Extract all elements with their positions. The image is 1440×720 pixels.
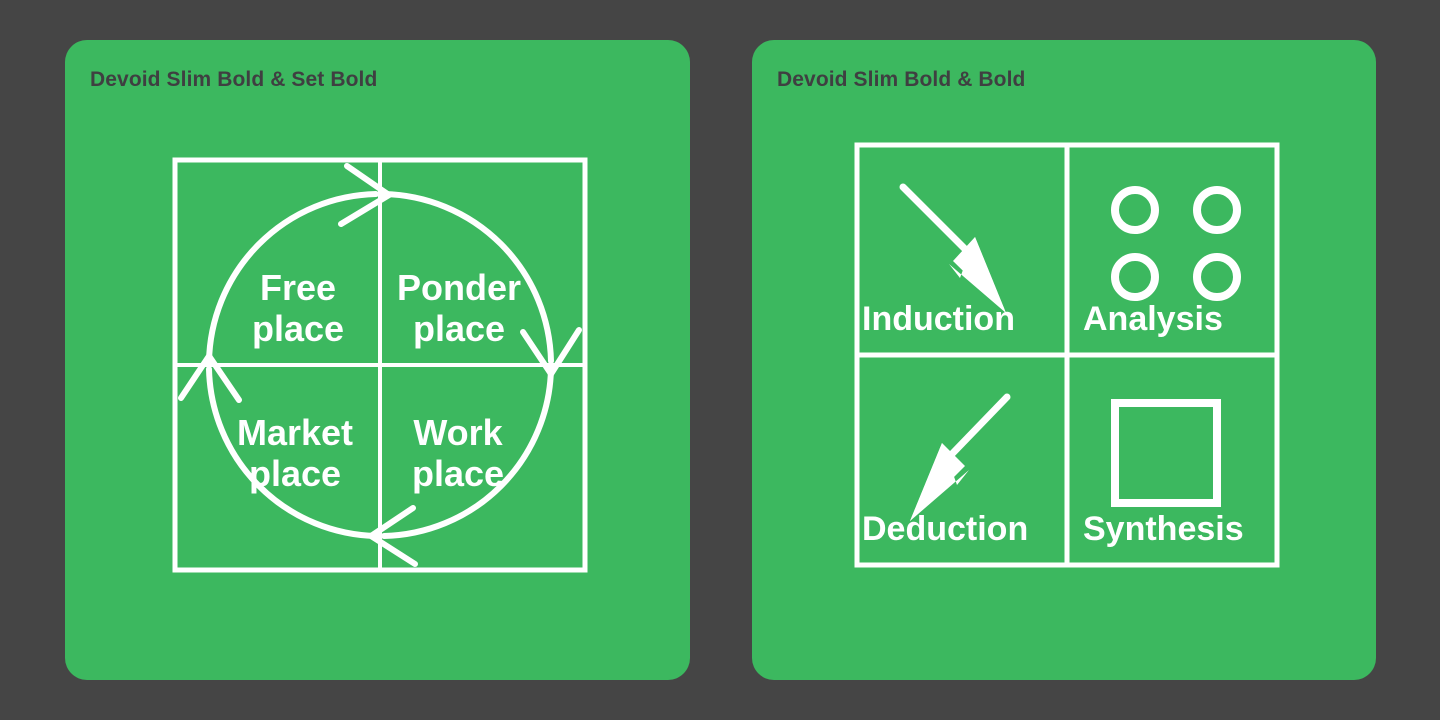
card-title-cycle: Devoid Slim Bold & Set Bold [90, 68, 378, 91]
card-title-matrix: Devoid Slim Bold & Bold [777, 68, 1026, 91]
cycle-label-bottom-left-line1: Market [237, 412, 353, 453]
arrow-down-right-icon [899, 183, 1006, 313]
cycle-arc-upper-left [206, 191, 379, 365]
cycle-arc-upper-right [381, 191, 554, 364]
cycle-label-bottom-left-line2: place [249, 453, 341, 494]
matrix-label-analysis: Analysis [1083, 300, 1223, 338]
cycle-arrowhead-top [338, 163, 392, 227]
cycle-arc-lower-right [381, 366, 554, 539]
cycle-arrowhead-bottom [368, 505, 418, 567]
cycle-label-top-left-line1: Free [260, 267, 336, 308]
cycle-label-bottom-right-line1: Work [413, 412, 503, 453]
outer-square-frame [172, 157, 588, 573]
cycle-diagram: Free place Ponder place Market place Wor… [155, 140, 605, 590]
matrix-label-induction: Induction [862, 300, 1015, 338]
matrix-diagram: Induction Analysis Deduction [847, 135, 1287, 585]
cycle-arrowhead-right [520, 327, 582, 377]
card-matrix[interactable]: Devoid Slim Bold & Bold Induction [752, 40, 1376, 680]
cycle-label-top-left-line2: place [252, 308, 344, 349]
cycle-arc-lower-left [206, 366, 379, 539]
cycle-label-top-right-line1: Ponder [397, 267, 521, 308]
cycle-arrowhead-left [178, 353, 242, 403]
matrix-label-deduction: Deduction [862, 510, 1028, 548]
square-outline-icon [1111, 399, 1221, 507]
four-circles-icon [1111, 186, 1241, 301]
cycle-label-bottom-right-line2: place [412, 453, 504, 494]
matrix-label-synthesis: Synthesis [1083, 510, 1244, 548]
cycle-arc-group [206, 191, 554, 539]
cycle-label-top-right-line2: place [413, 308, 505, 349]
card-cycle[interactable]: Devoid Slim Bold & Set Bold [65, 40, 690, 680]
arrow-down-left-icon [910, 393, 1011, 521]
